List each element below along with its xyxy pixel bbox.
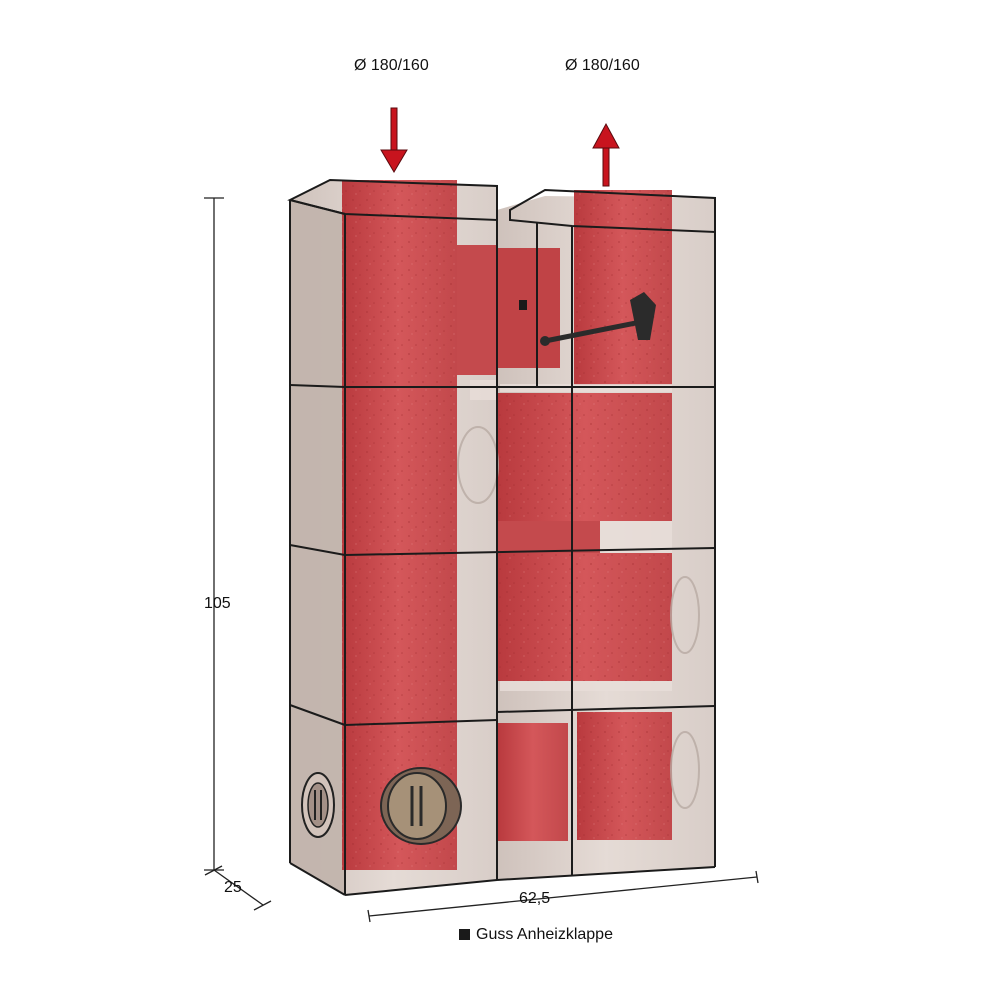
dimension-lines xyxy=(204,197,759,923)
cleanout-door-small xyxy=(301,772,335,838)
flue-inlet-diameter-label: Ø 180/160 xyxy=(354,57,429,74)
cleanout-door-large xyxy=(380,767,462,845)
height-dimension-label: 105 xyxy=(204,595,231,612)
flue-inlet-arrow xyxy=(380,107,408,173)
ignition-flap-lever xyxy=(519,292,656,346)
flue-channels xyxy=(342,180,672,870)
legend-swatch xyxy=(459,929,470,940)
flue-outlet-arrow xyxy=(592,122,620,187)
depth-dimension-label: 25 xyxy=(224,879,242,896)
block-outlines xyxy=(287,178,716,896)
width-dimension-label: 62,5 xyxy=(519,890,551,907)
flue-outlet-diameter-label: Ø 180/160 xyxy=(565,57,640,74)
legend: Guss Anheizklappe xyxy=(459,926,613,944)
legend-label: Guss Anheizklappe xyxy=(476,926,613,943)
